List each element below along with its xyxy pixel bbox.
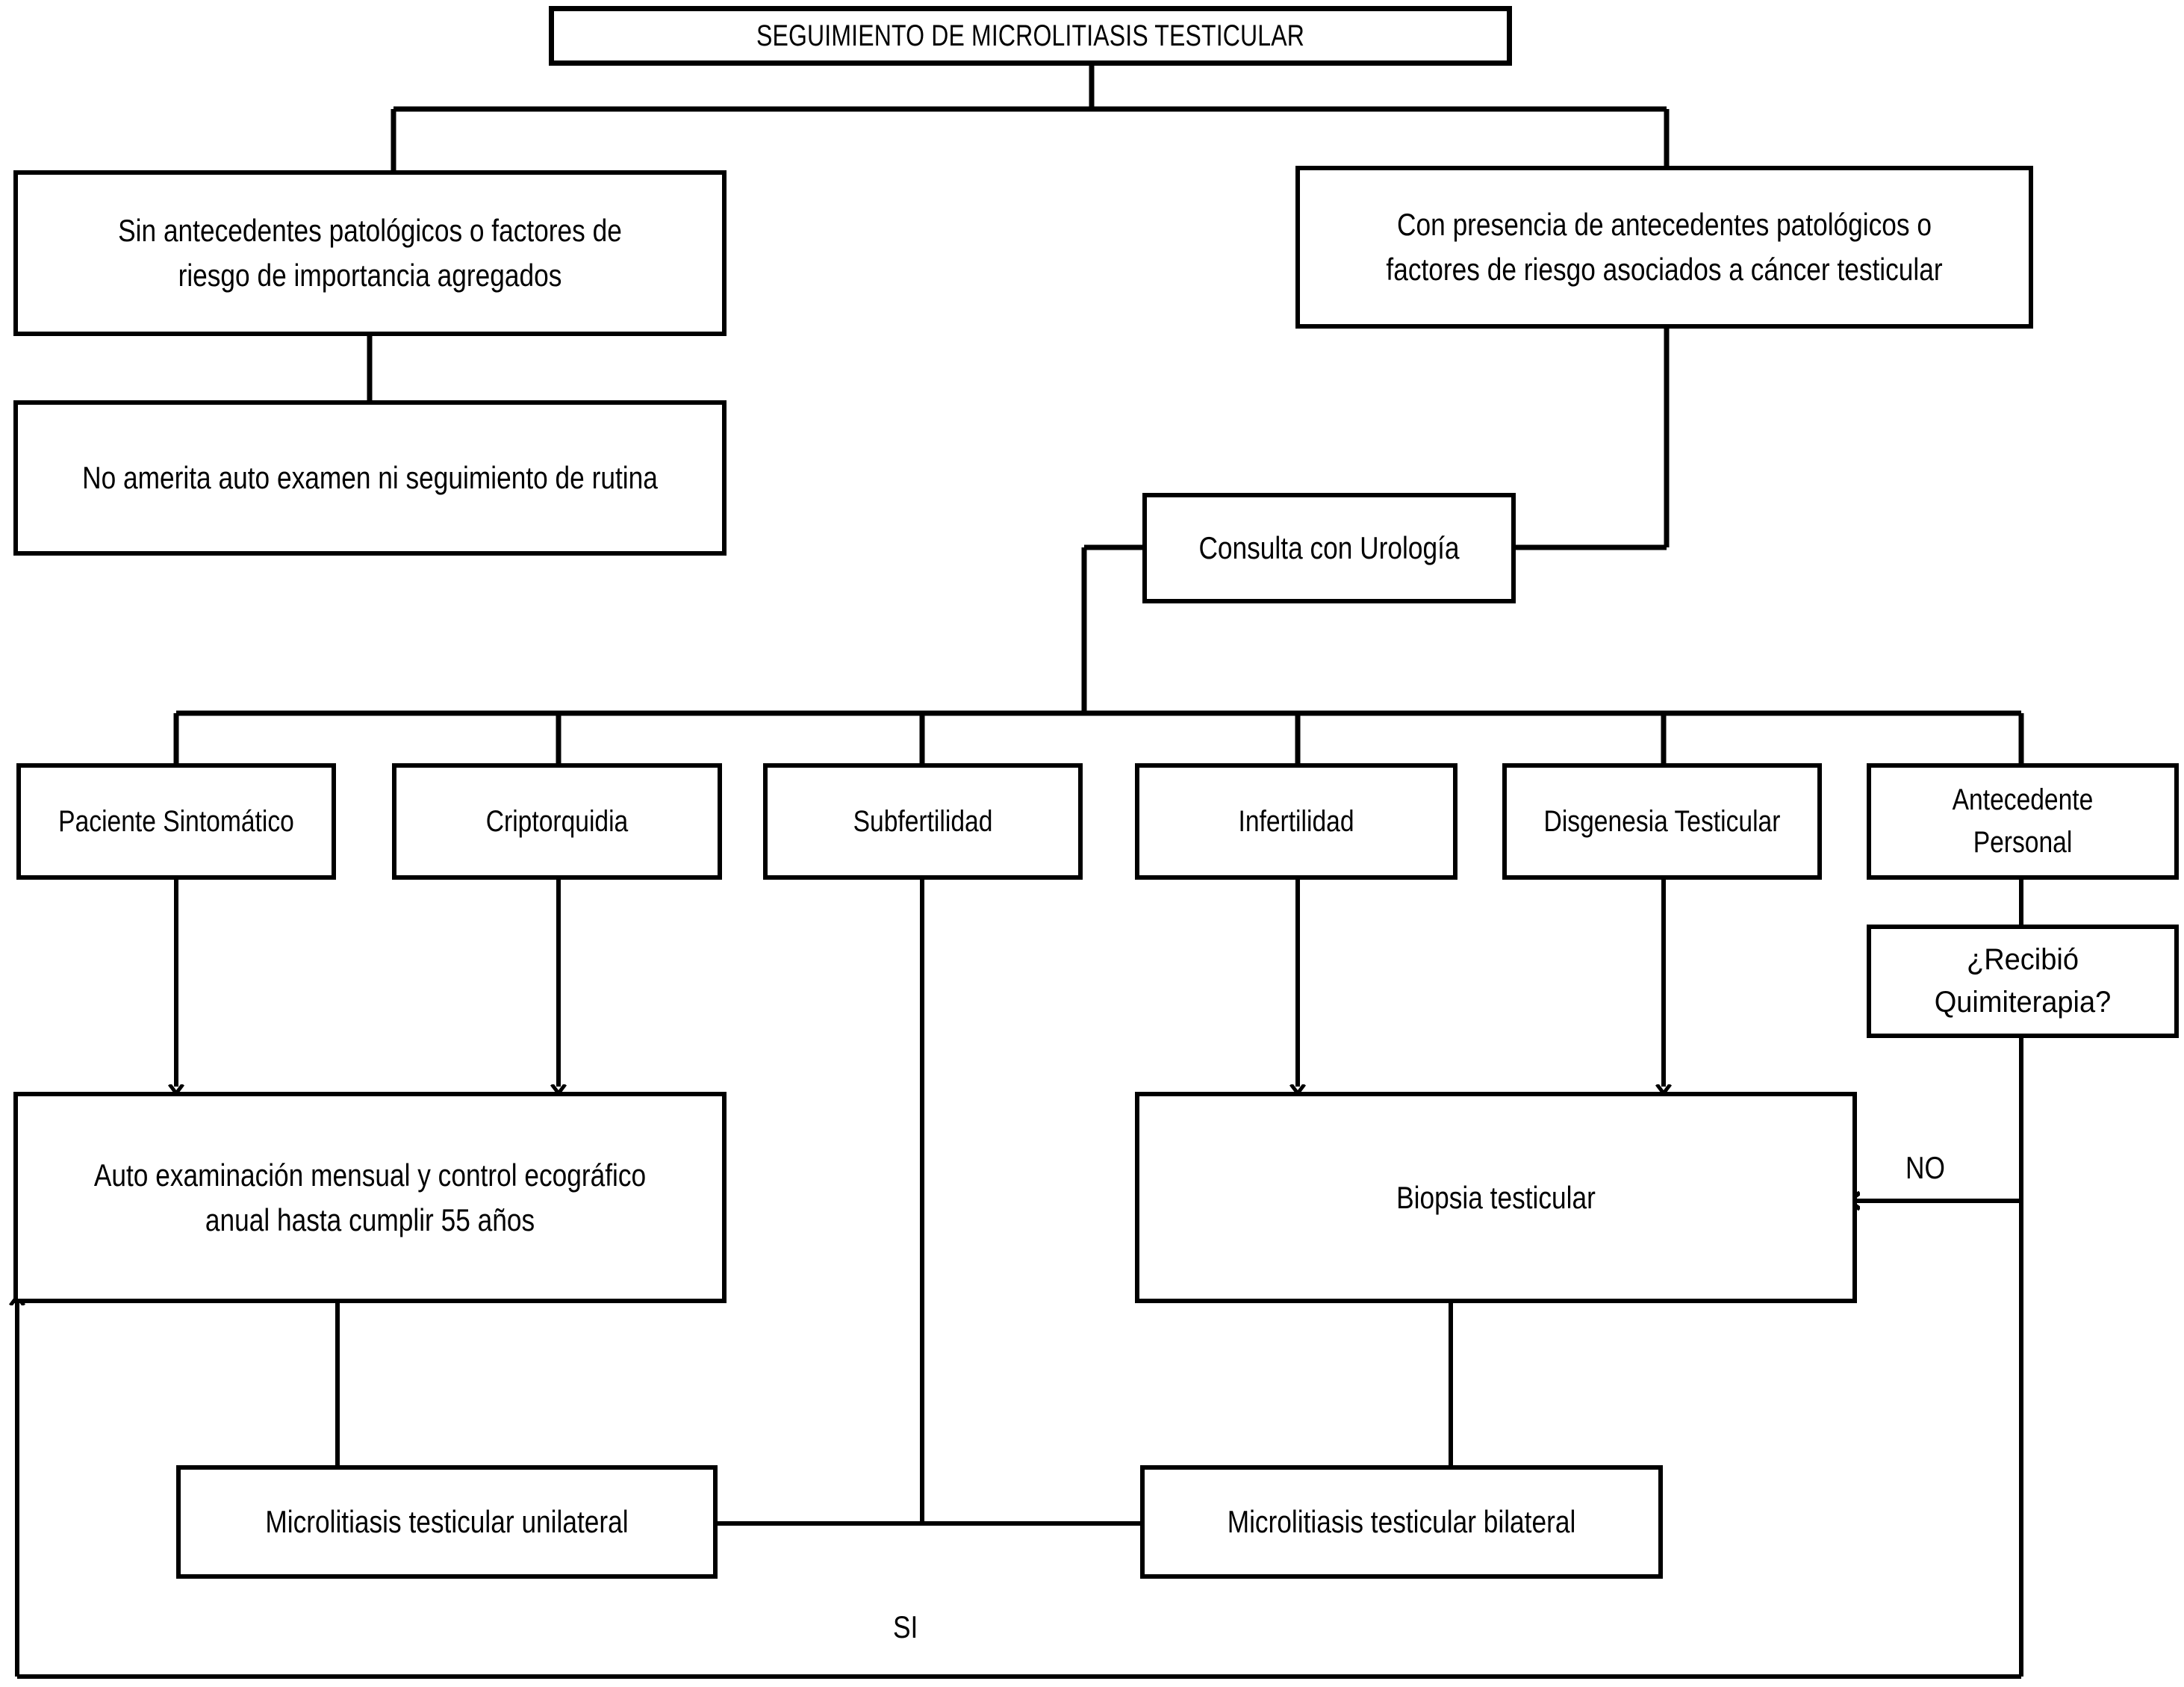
edge-label-no: NO [1905, 1150, 1945, 1186]
node-cryptorchidism: Criptorquidia [392, 763, 722, 880]
node-biopsy: Biopsia testicular [1135, 1092, 1857, 1303]
node-with-risk-label: Con presencia de antecedentes patológico… [1386, 207, 1943, 287]
node-no-risk: Sin antecedentes patológicos o factores … [13, 170, 727, 336]
node-with-risk: Con presencia de antecedentes patológico… [1295, 166, 2033, 329]
node-subfertility-label: Subfertilidad [853, 804, 993, 838]
node-unilateral: Microlitiasis testicular unilateral [176, 1465, 718, 1579]
node-bilateral-label: Microlitiasis testicular bilateral [1227, 1504, 1576, 1540]
node-self-exam: Auto examinación mensual y control ecogr… [13, 1092, 727, 1303]
node-chemo-question-label: ¿Recibió Quimiterapia? [1934, 943, 2112, 1019]
node-infertility-label: Infertilidad [1238, 804, 1354, 838]
node-personal-history-label: Antecedente Personal [1952, 783, 2094, 859]
node-self-exam-label: Auto examinación mensual y control ecogr… [93, 1157, 647, 1237]
node-personal-history: Antecedente Personal [1867, 763, 2179, 880]
node-infertility: Infertilidad [1135, 763, 1457, 880]
node-urology-label: Consulta con Urología [1198, 530, 1460, 566]
node-unilateral-label: Microlitiasis testicular unilateral [265, 1504, 629, 1540]
edge-label-si-text: SI [893, 1609, 918, 1644]
node-no-followup-label: No amerita auto examen ni seguimiento de… [82, 460, 658, 496]
node-dysgenesis-label: Disgenesia Testicular [1543, 804, 1781, 838]
node-dysgenesis: Disgenesia Testicular [1502, 763, 1822, 880]
node-urology: Consulta con Urología [1142, 493, 1516, 603]
node-bilateral: Microlitiasis testicular bilateral [1140, 1465, 1663, 1579]
node-chemo-question: ¿Recibió Quimiterapia? [1867, 925, 2179, 1038]
node-symptomatic-label: Paciente Sintomático [58, 804, 294, 838]
node-biopsy-label: Biopsia testicular [1396, 1179, 1596, 1215]
edge-label-no-text: NO [1905, 1150, 1945, 1185]
node-symptomatic: Paciente Sintomático [16, 763, 336, 880]
edge-label-si: SI [893, 1609, 918, 1645]
node-subfertility: Subfertilidad [763, 763, 1083, 880]
node-title-label: SEGUIMIENTO DE MICROLITIASIS TESTICULAR [756, 19, 1305, 52]
node-title: SEGUIMIENTO DE MICROLITIASIS TESTICULAR [549, 6, 1512, 66]
node-no-followup: No amerita auto examen ni seguimiento de… [13, 400, 727, 556]
node-cryptorchidism-label: Criptorquidia [485, 804, 629, 838]
node-no-risk-label: Sin antecedentes patológicos o factores … [118, 213, 622, 293]
